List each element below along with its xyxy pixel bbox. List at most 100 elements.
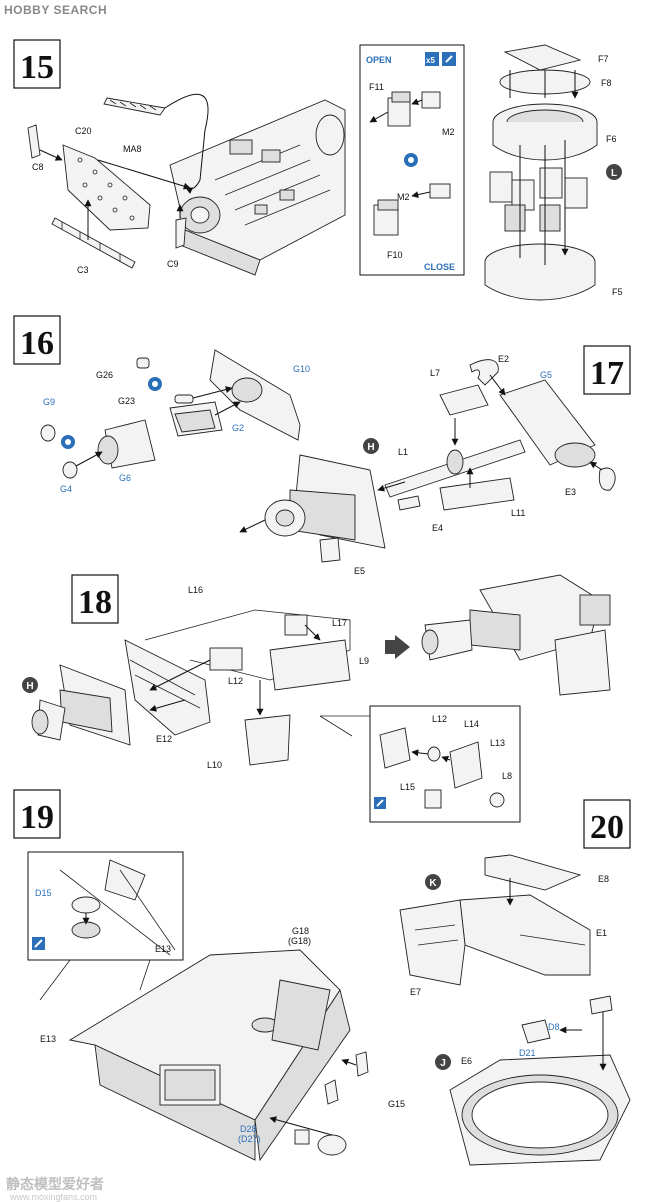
label-f7: F7 xyxy=(598,54,609,64)
step-16-number: 16 xyxy=(20,325,54,362)
part-m2-open xyxy=(421,91,441,109)
inset-label-l8: L8 xyxy=(502,771,512,781)
label-m2-close: M2 xyxy=(397,192,410,202)
step-18-number-box xyxy=(71,574,119,624)
label-m2-open: M2 xyxy=(442,127,455,137)
label-c3: C3 xyxy=(77,265,89,275)
label-f8: F8 xyxy=(601,78,612,88)
label-l10: L10 xyxy=(207,760,222,770)
part-g4 xyxy=(62,461,78,479)
label-g26: G26 xyxy=(96,370,113,380)
step-19-inset xyxy=(27,851,184,961)
part-ma8 xyxy=(103,97,166,116)
inset-part-l13 xyxy=(449,741,483,789)
label-e12: E12 xyxy=(156,734,172,744)
marker-h-18 xyxy=(22,677,38,693)
label-d28: D28 xyxy=(240,1124,257,1134)
inset-part-l8 xyxy=(489,792,505,808)
cupola-assembly: L F7 F8 F6 F5 xyxy=(484,44,623,301)
label-g18: G18 xyxy=(292,926,309,936)
label-f11: F11 xyxy=(369,82,384,92)
part-m2-close xyxy=(429,183,451,199)
mantlet-housing xyxy=(399,894,591,986)
part-f7 xyxy=(503,44,582,71)
marker-h-17 xyxy=(363,438,379,454)
step-20-number-box xyxy=(583,799,631,849)
part-e2 xyxy=(469,359,499,386)
periscope-blocks xyxy=(489,167,588,232)
step-16: 16 G26 G23 G10 G9 G2 G6 G4 xyxy=(13,315,310,494)
inset-label-e13: E13 xyxy=(155,944,171,954)
turret-ring-e6 xyxy=(449,1054,631,1166)
label-ma8: MA8 xyxy=(123,144,142,154)
inset-label-l12: L12 xyxy=(432,714,447,724)
part-g15-b xyxy=(355,1051,369,1077)
watermark-cn: 静态模型爱好者 xyxy=(6,1177,104,1193)
label-f10: F10 xyxy=(387,250,403,260)
inset-label-d15: D15 xyxy=(35,888,52,898)
label-l17: L17 xyxy=(332,618,347,628)
inset-label-l14: L14 xyxy=(464,719,479,729)
label-e4: E4 xyxy=(432,523,443,533)
result-arrow xyxy=(385,635,410,659)
step-18-number: 18 xyxy=(78,584,112,621)
inset-label-l15: L15 xyxy=(400,782,415,792)
x5-badge xyxy=(425,52,439,66)
step-17-number: 17 xyxy=(590,355,624,392)
part-g9 xyxy=(40,424,56,442)
step-17: 17 H E2 L7 G5 L1 E3 L11 E4 E5 xyxy=(239,345,631,576)
inset-part-d15 xyxy=(71,896,101,914)
x5-label: x5 xyxy=(426,56,435,65)
label-g9: G9 xyxy=(43,397,55,407)
label-e7: E7 xyxy=(410,987,421,997)
part-c20 xyxy=(62,144,151,231)
part-e8 xyxy=(484,854,582,891)
watermark-url: www.moxingfans.com xyxy=(10,1192,98,1202)
label-e6: E6 xyxy=(461,1056,472,1066)
part-d8 xyxy=(589,995,613,1015)
inset-part-l14 xyxy=(427,746,441,762)
part-g26 xyxy=(136,357,150,369)
part-e3 xyxy=(598,467,616,491)
gun-mantlet-18 xyxy=(31,664,131,746)
part-e5 xyxy=(319,537,341,563)
part-e4 xyxy=(397,495,421,511)
label-g2: G2 xyxy=(232,423,244,433)
label-e13: E13 xyxy=(40,1034,56,1044)
label-c9: C9 xyxy=(167,259,179,269)
label-c8: C8 xyxy=(32,162,44,172)
step-19-number-box xyxy=(13,789,61,839)
label-l9: L9 xyxy=(359,656,369,666)
step-15-number-box xyxy=(13,39,61,89)
label-l1: L1 xyxy=(398,447,408,457)
step-19-number: 19 xyxy=(20,799,54,836)
label-l11: L11 xyxy=(511,508,525,518)
hatch-open-close-inset: OPEN x5 F11 M2 M2 F10 CLOSE xyxy=(359,44,465,276)
gun-mantlet xyxy=(264,454,386,549)
hull-rear-assembly xyxy=(169,99,346,276)
step-15: 15 xyxy=(13,39,346,276)
part-l16 xyxy=(144,609,351,681)
label-g10: G10 xyxy=(293,364,310,374)
label-d21: D21 xyxy=(519,1048,536,1058)
marker-l xyxy=(606,164,622,180)
marker-l-label: L xyxy=(611,168,617,179)
part-l9 xyxy=(269,639,351,691)
part-l17 xyxy=(284,614,308,636)
part-l10 xyxy=(244,714,291,766)
close-label: CLOSE xyxy=(424,262,455,272)
label-e2: E2 xyxy=(498,354,509,364)
part-d28 xyxy=(317,1134,347,1156)
label-l16: L16 xyxy=(188,585,203,595)
step-16-number-box xyxy=(13,315,61,365)
inset-label-l13: L13 xyxy=(490,738,505,748)
part-d27 xyxy=(294,1129,310,1145)
step-18: 18 H L16 L17 L9 L12 E xyxy=(22,574,611,770)
hobbysearch-logo: HOBBY SEARCH xyxy=(4,3,108,17)
part-l12 xyxy=(209,647,243,671)
label-g5: G5 xyxy=(540,370,552,380)
part-e12 xyxy=(124,639,211,736)
label-e8: E8 xyxy=(598,874,609,884)
step-20: 20 K J E8 E1 E7 D8 D21 E6 xyxy=(399,799,631,1166)
